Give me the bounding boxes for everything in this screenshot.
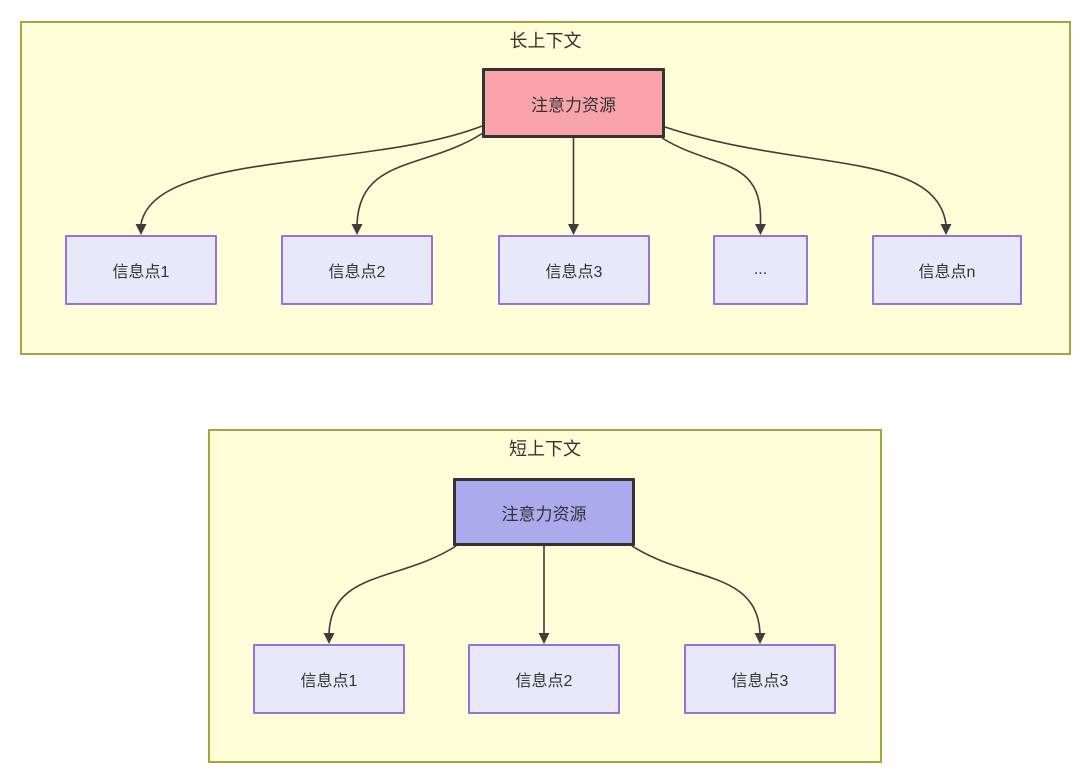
long-info-box-2: 信息点2 — [281, 235, 433, 305]
short-context-title: 短上下文 — [509, 439, 581, 459]
long-info-label-1: 信息点1 — [112, 264, 170, 281]
short-info-box-1: 信息点1 — [253, 644, 405, 714]
short-context-attention-label: 注意力资源 — [501, 504, 587, 524]
long-context-title: 长上下文 — [509, 31, 582, 51]
short-info-box-3: 信息点3 — [684, 644, 836, 714]
short-info-label-1: 信息点1 — [300, 673, 358, 690]
long-info-box-n: 信息点n — [872, 235, 1022, 305]
long-info-label-2: 信息点2 — [328, 264, 386, 281]
short-info-label-3: 信息点3 — [731, 673, 789, 690]
short-info-label-2: 信息点2 — [515, 673, 573, 690]
long-info-box-3: 信息点3 — [498, 235, 650, 305]
long-context-attention-box: 注意力资源 — [482, 68, 665, 138]
long-info-box-ellipsis: ... — [713, 235, 808, 305]
long-info-label-n: 信息点n — [918, 264, 976, 281]
long-info-label-3: 信息点3 — [545, 264, 603, 281]
short-context-attention-box: 注意力资源 — [453, 478, 635, 546]
long-context-attention-label: 注意力资源 — [531, 95, 616, 115]
long-info-box-1: 信息点1 — [65, 235, 217, 305]
short-info-box-2: 信息点2 — [468, 644, 620, 714]
long-info-label-ellipsis: ... — [753, 261, 768, 278]
